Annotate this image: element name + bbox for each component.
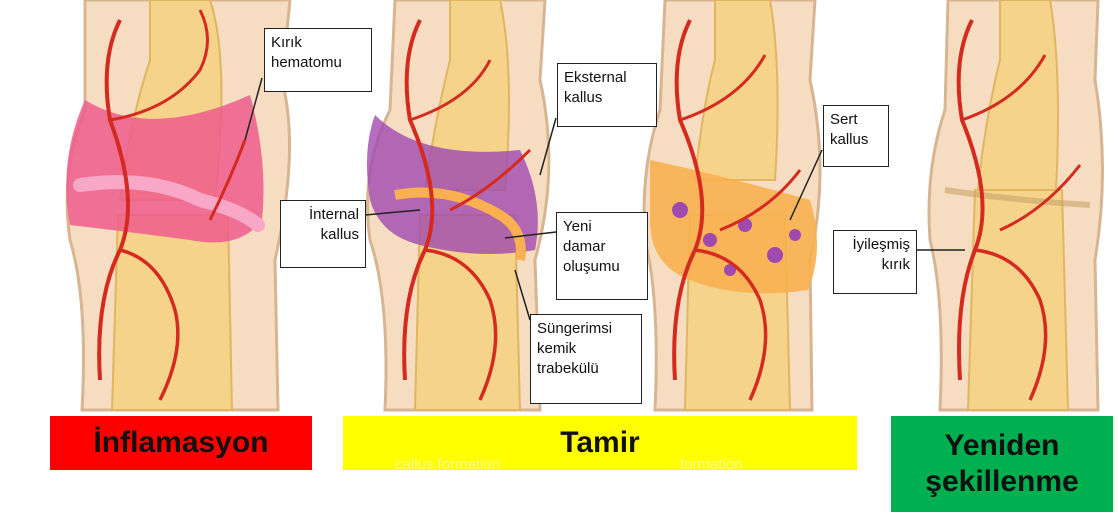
ghost-text-right: formation <box>680 456 743 473</box>
callout-hard-callus: Sert kallus <box>823 105 889 167</box>
callout-external-callus: Eksternal kallus <box>557 63 657 127</box>
panel-inflammation <box>66 0 290 410</box>
phase-remodeling: Yeniden şekillenme <box>891 416 1113 512</box>
callus-cell <box>703 233 717 247</box>
ghost-text-left: callus formation <box>395 456 500 473</box>
callus-cell <box>767 247 783 263</box>
callout-new-vessels: Yeni damar oluşumu <box>556 212 648 300</box>
callout-healed-fracture: İyileşmiş kırık <box>833 230 917 294</box>
callus-cell <box>789 229 801 241</box>
callout-internal-callus: İnternal kallus <box>280 200 366 268</box>
callout-spongy-trabecula: Süngerimsi kemik trabekülü <box>530 314 642 404</box>
panel-remodeling <box>912 0 1103 410</box>
callus-cell <box>672 202 688 218</box>
bone-lower-1 <box>112 215 232 410</box>
panel-repair-hard <box>644 0 822 410</box>
phase-inflammation: İnflamasyon <box>50 416 312 470</box>
panel-repair-soft <box>365 0 556 410</box>
callout-hematoma: Kırık hematomu <box>264 28 372 92</box>
